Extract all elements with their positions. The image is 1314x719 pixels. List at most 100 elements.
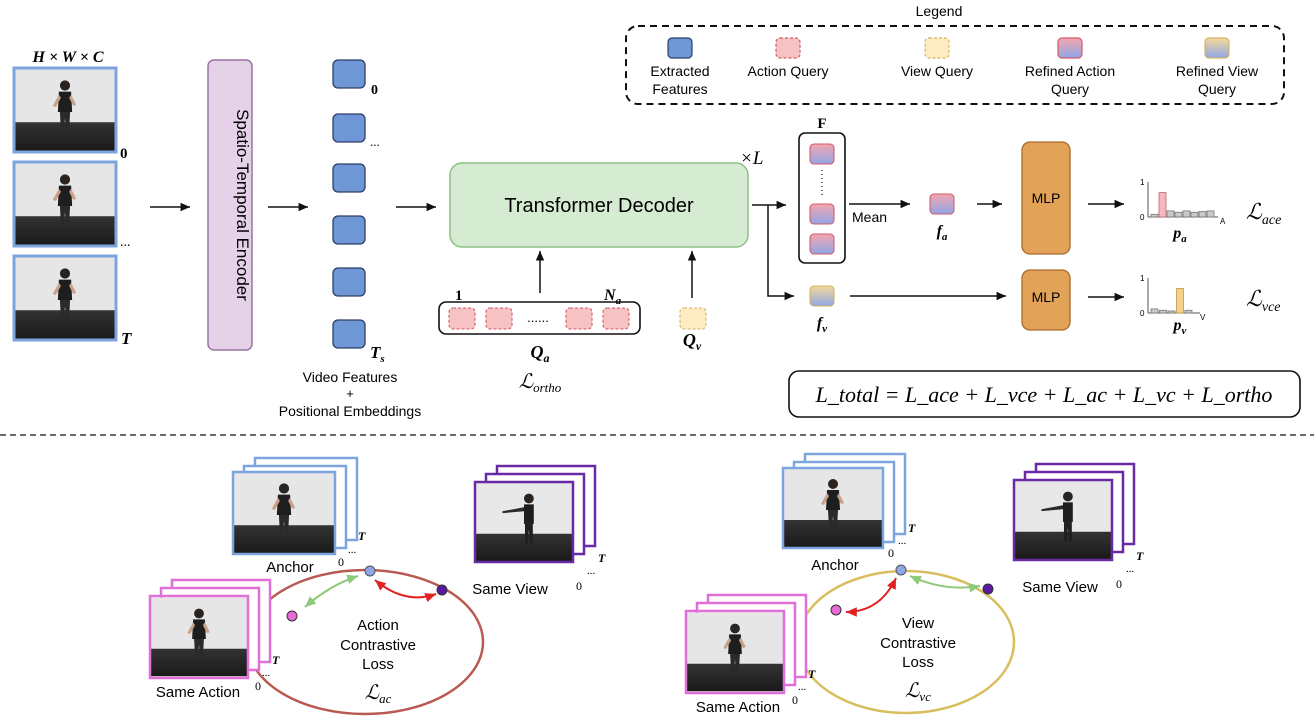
anchor-label-view: Anchor — [811, 557, 859, 574]
encoder-box — [207, 59, 253, 351]
view-stack-0: 0 — [576, 579, 582, 593]
view-stack-dots: ... — [587, 565, 596, 577]
F-label: F — [817, 116, 826, 132]
features-caption-2: + — [346, 386, 354, 401]
action-loss-line1: Action — [357, 617, 399, 634]
vc-loss-label: ℒvc — [905, 680, 931, 704]
anchor-stack-0-v: 0 — [888, 546, 894, 560]
hist-view-bar-1 — [1159, 309, 1167, 314]
ace-loss-label: ℒace — [1246, 199, 1281, 228]
hist-view-bar-3 — [1176, 288, 1184, 314]
input-frame-mid — [12, 160, 118, 248]
push-arrow — [374, 579, 437, 603]
action-stack-dots-v: ... — [798, 681, 807, 693]
view-query-token — [679, 307, 707, 330]
hist-view-x-end: V — [1200, 313, 1206, 322]
anchor-node-v — [895, 564, 907, 576]
action-query-token — [448, 307, 476, 330]
legend-box — [625, 25, 1285, 105]
legend-swatch-refined-action — [1057, 37, 1083, 59]
positive-node-v — [982, 583, 994, 595]
feature-index-mid: ... — [370, 134, 380, 149]
legend-label-refined-view: Refined View — [1176, 63, 1259, 79]
fv-token — [809, 285, 835, 307]
features-caption-3: Positional Embeddings — [279, 403, 421, 419]
hist-view-bar-4 — [1184, 309, 1193, 314]
decoder-outputs: F Mean fa fv — [752, 116, 1006, 335]
histogram-view: 1 0 V pv — [1140, 274, 1206, 337]
input-index-0: 0 — [120, 146, 128, 162]
view-loss-line3: Loss — [902, 654, 934, 671]
view-loss-line1: View — [902, 615, 934, 632]
ac-loss-label: ℒac — [365, 682, 392, 706]
decoder-label: Transformer Decoder — [504, 195, 694, 217]
hist-action-y-tick: 1 — [1140, 178, 1145, 187]
legend-label-extracted: Extracted — [650, 63, 709, 79]
action-loss-line2: Contrastive — [340, 637, 416, 654]
video-features: 0 ... Ts Video Features + Positional Emb… — [279, 59, 421, 419]
query-last-index: Na — [603, 287, 622, 307]
query-container — [438, 301, 641, 335]
hist-action-bar-4 — [1182, 210, 1191, 218]
hist-view-x-start: 0 — [1140, 309, 1145, 318]
hist-action-bar-7 — [1206, 210, 1215, 218]
anchor-stack-view — [781, 452, 907, 550]
legend-label-action-query: Action Query — [748, 63, 829, 79]
total-loss-formula: L_total = L_ace + L_vce + L_ac + L_vc + … — [815, 382, 1273, 407]
decoder-box — [449, 162, 749, 248]
mean-label: Mean — [852, 209, 887, 225]
feature-index-Ts: Ts — [370, 343, 385, 365]
anchor-stack-dots: ... — [348, 544, 357, 556]
legend: Legend Extracted Features Action Query V… — [625, 3, 1285, 105]
features-caption-1: Video Features — [303, 369, 398, 385]
pull-arrow — [304, 574, 359, 608]
feature-index-0: 0 — [371, 83, 378, 98]
same-view-stack-action — [473, 464, 597, 564]
hist-action-bars — [1150, 192, 1215, 218]
legend-label-view-query: View Query — [901, 63, 973, 79]
legend-swatch-view-query — [924, 37, 950, 59]
mlp-heads: MLP MLP — [1021, 141, 1124, 331]
view-query: Qv — [679, 251, 707, 353]
mlp-view-box — [1021, 269, 1071, 331]
anchor-stack-dots-v: ... — [898, 535, 907, 547]
feature-token — [332, 163, 366, 193]
same-view-label-action: Same View — [472, 581, 548, 598]
histogram-action: 1 0 A pa — [1140, 178, 1226, 245]
action-stack-0: 0 — [255, 679, 261, 693]
legend-label-refined-view-2: Query — [1198, 81, 1236, 97]
input-index-T: T — [121, 329, 132, 348]
view-stack-0-v: 0 — [1116, 577, 1122, 591]
refined-action-token — [809, 203, 835, 225]
legend-label-refined-action: Refined Action — [1025, 63, 1115, 79]
refined-action-token — [809, 233, 835, 255]
input-index-mid: ... — [120, 235, 131, 250]
same-action-label-view: Same Action — [696, 699, 780, 716]
anchor-stack-0: 0 — [338, 555, 344, 569]
legend-label-refined-action-2: Query — [1051, 81, 1089, 97]
same-view-stack-view — [1012, 462, 1136, 562]
view-contrastive: T ... 0 Anchor T ... 0 Same View T ... 0… — [684, 452, 1144, 716]
input-dims-label: H × W × C — [32, 49, 104, 66]
query-first-index: 1 — [455, 288, 463, 304]
input-frame-0 — [12, 66, 118, 154]
hist-action-bar-3 — [1174, 211, 1183, 218]
same-action-stack-action — [148, 578, 272, 680]
decoder-repeat-label: ×L — [740, 148, 763, 169]
total-loss-box — [788, 370, 1301, 418]
arrow-to-fv — [767, 205, 794, 301]
qa-label: Qa — [531, 342, 550, 365]
anchor-stack-T-v: T — [908, 521, 916, 535]
action-queries: 1 Na ...... Qa ℒortho — [438, 251, 641, 395]
mlp-action-label: MLP — [1032, 190, 1061, 206]
pull-arrow-v — [909, 575, 981, 593]
anchor-stack-action — [231, 456, 359, 556]
mlp-view-label: MLP — [1032, 289, 1061, 305]
hist-action-x-start: 0 — [1140, 213, 1145, 222]
action-query-token — [602, 307, 630, 330]
legend-title: Legend — [916, 3, 963, 19]
legend-swatch-action-query — [775, 37, 801, 59]
action-query-token — [485, 307, 513, 330]
action-stack-T: T — [272, 653, 280, 667]
hist-view-bars — [1150, 288, 1193, 314]
